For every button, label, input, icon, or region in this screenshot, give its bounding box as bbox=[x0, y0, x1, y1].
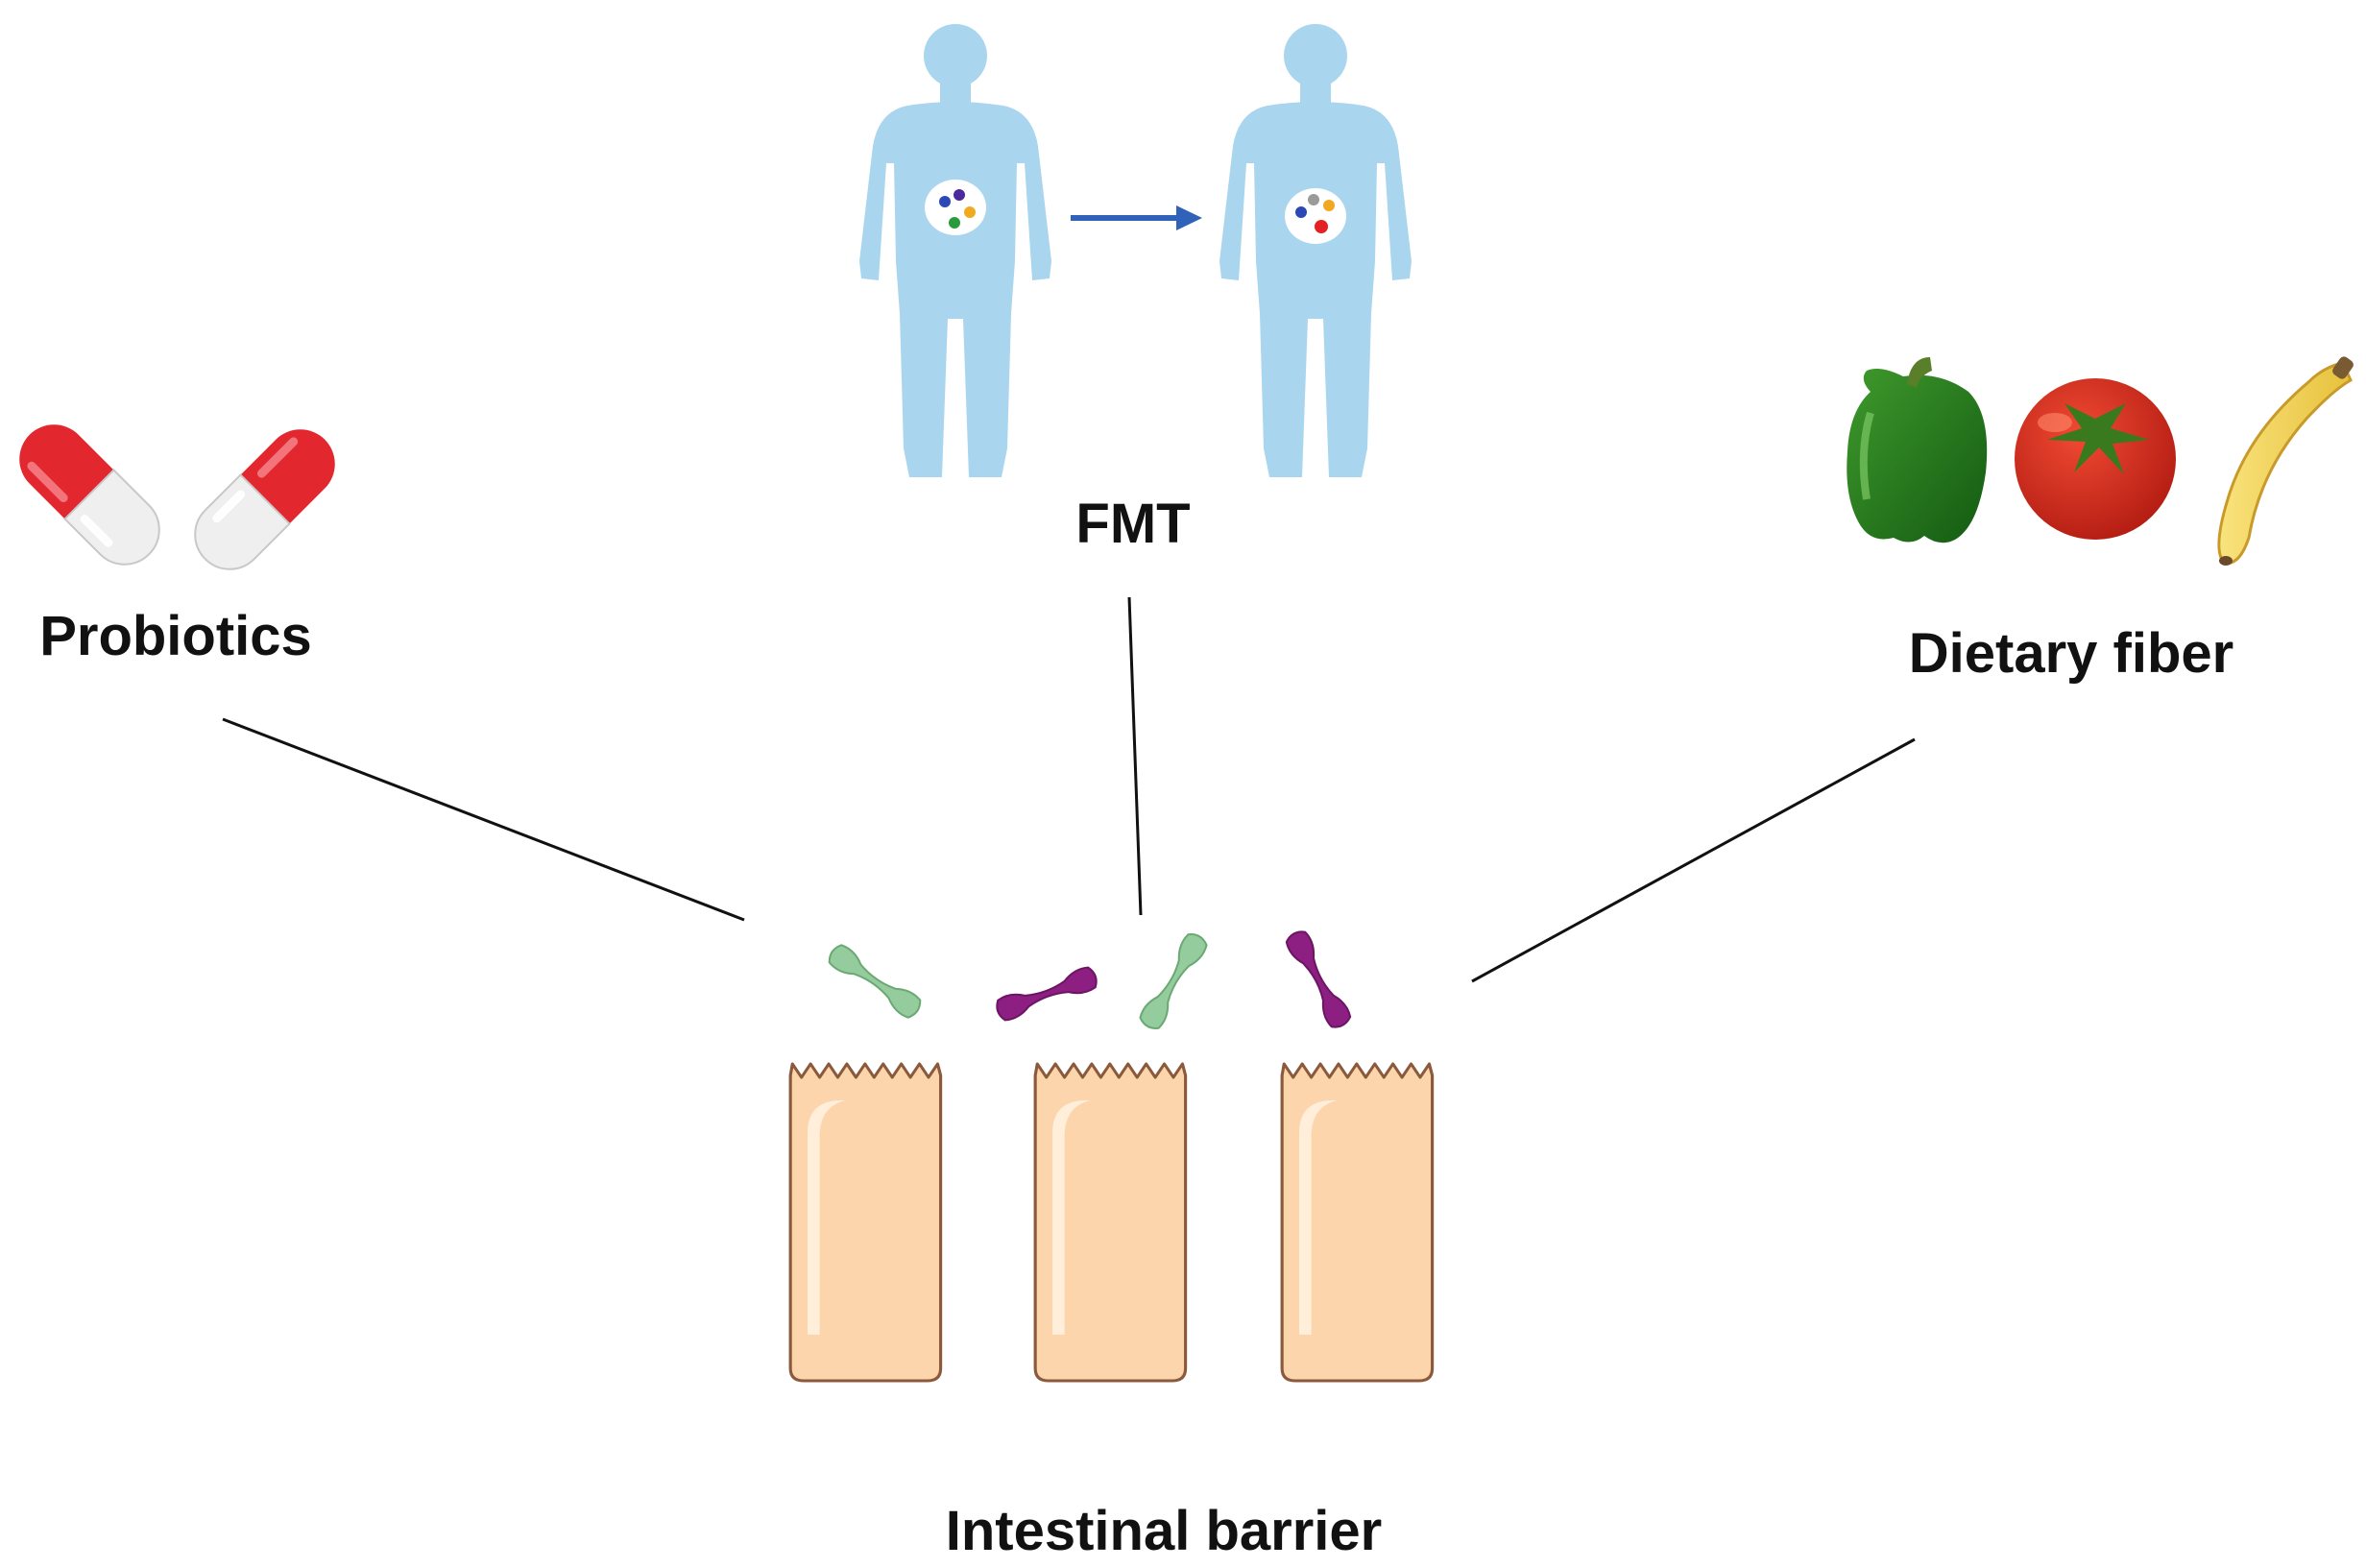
fmt-group: FMT bbox=[859, 24, 1412, 555]
probiotics-connector-line bbox=[222, 717, 745, 922]
probiotics-group: Probiotics bbox=[4, 409, 350, 667]
dietary-fiber-label: Dietary fiber bbox=[1909, 622, 2233, 685]
fiber-connector-line bbox=[1471, 737, 1916, 983]
intestinal-barrier-cells bbox=[788, 1062, 1435, 1383]
tomato-icon bbox=[2015, 378, 2176, 540]
bacterium-icon bbox=[824, 941, 926, 1022]
donor-body-icon bbox=[859, 24, 1051, 477]
intestinal-barrier-label: Intestinal barrier bbox=[946, 1500, 1382, 1562]
probiotics-label: Probiotics bbox=[39, 605, 312, 667]
arrow-right-icon bbox=[1071, 205, 1202, 230]
epithelial-cell-icon bbox=[1280, 1062, 1435, 1383]
fmt-connector-line bbox=[1127, 596, 1143, 916]
bacteria-group bbox=[824, 927, 1355, 1033]
capsule-icon bbox=[180, 414, 350, 585]
banana-icon bbox=[2217, 356, 2354, 566]
capsule-icon bbox=[4, 409, 175, 580]
epithelial-cell-icon bbox=[1033, 1062, 1188, 1383]
dietary-fiber-group: Dietary fiber bbox=[1847, 356, 2354, 685]
bacterium-icon bbox=[1282, 927, 1355, 1032]
bacterium-icon bbox=[993, 964, 1100, 1024]
bacterium-icon bbox=[1136, 929, 1211, 1033]
recipient-body-icon bbox=[1219, 24, 1412, 477]
fmt-label: FMT bbox=[1075, 493, 1190, 555]
epithelial-cell-icon bbox=[788, 1062, 943, 1383]
connector-lines bbox=[222, 596, 1916, 983]
bell-pepper-icon bbox=[1847, 357, 1988, 543]
